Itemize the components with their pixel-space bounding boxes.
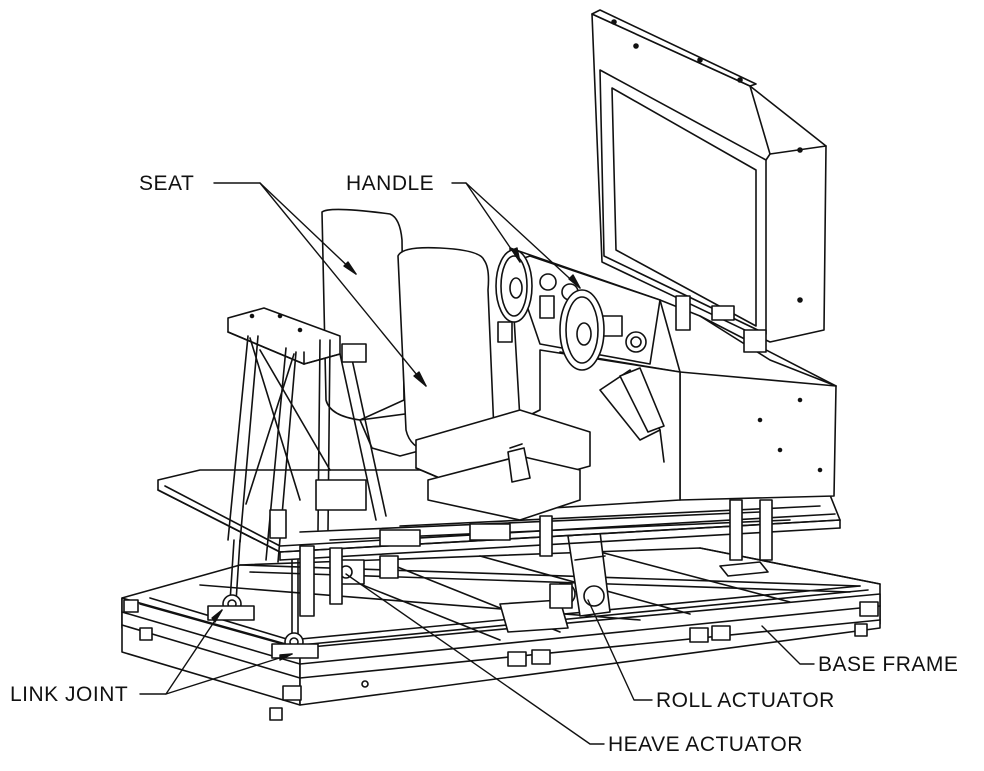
label-roll-actuator: ROLL ACTUATOR [656, 689, 835, 712]
label-heave-actuator: HEAVE ACTUATOR [608, 733, 803, 756]
label-base-frame: BASE FRAME [818, 653, 959, 676]
link-tower [207, 307, 387, 659]
monitor [591, 9, 827, 353]
label-link-joint: LINK JOINT [10, 683, 129, 706]
steering-wheel-right [559, 289, 605, 371]
label-handle: HANDLE [346, 172, 435, 195]
link-joint-right [271, 632, 319, 659]
seat-front [397, 246, 591, 521]
steering-wheel-left [495, 249, 533, 343]
roll-actuator [549, 531, 611, 617]
leader-lines [139, 182, 815, 745]
link-joint-left [207, 594, 255, 621]
label-seat: SEAT [139, 172, 195, 195]
